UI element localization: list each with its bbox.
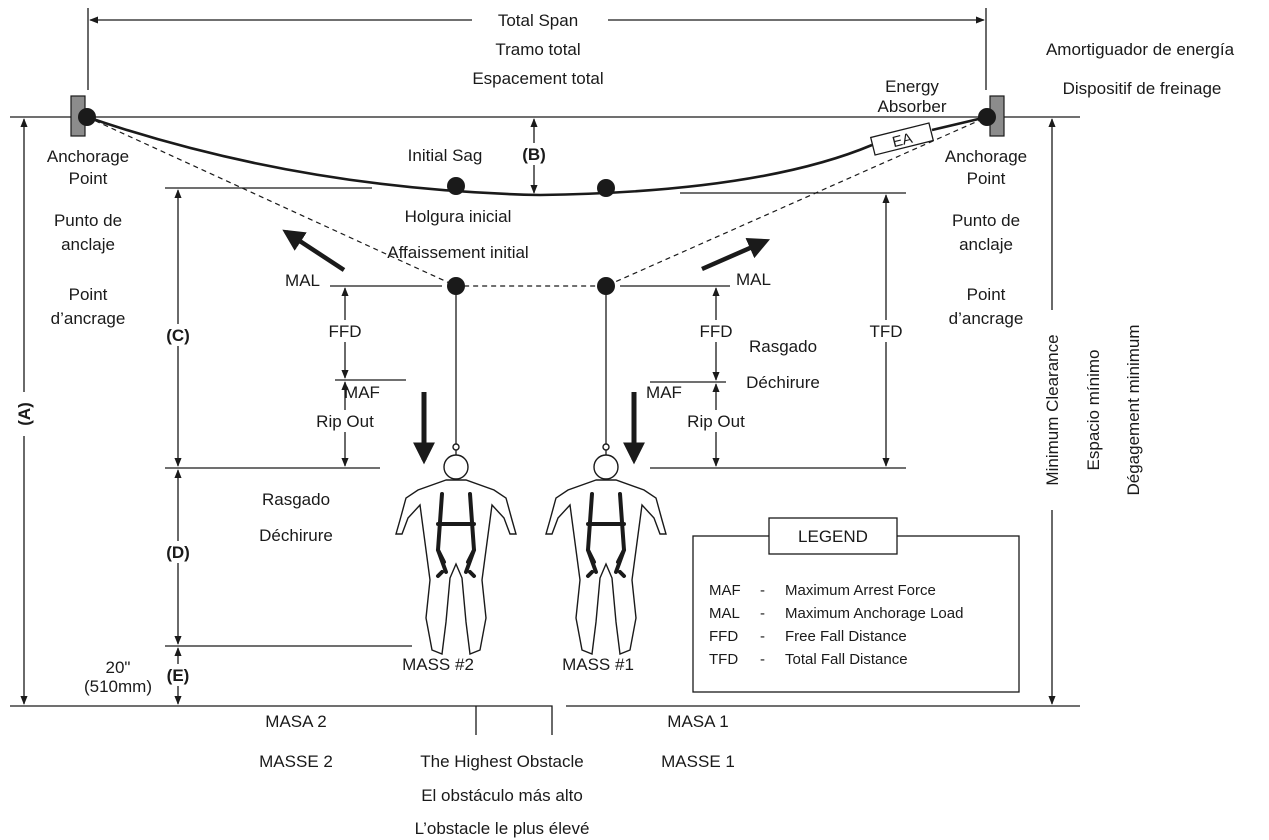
mal-label-right: MAL xyxy=(736,270,771,289)
mass1-label: MASS #1 xyxy=(562,655,634,674)
left-clearance-dimensions: (C) (D) (E) 20" (510mm) xyxy=(84,187,412,705)
energy-absorber: EA xyxy=(869,122,935,156)
holgura-inicial-label: Holgura inicial xyxy=(405,207,512,226)
espacement-total-label: Espacement total xyxy=(472,69,603,88)
legend-abbr: TFD xyxy=(709,651,738,668)
initial-sag-dimension: (B) Initial Sag Holgura inicial Affaisse… xyxy=(387,118,554,262)
dispositif-label: Dispositif de freinage xyxy=(1063,79,1222,98)
rasgado-label-left: Rasgado xyxy=(262,490,330,509)
legend-dash: - xyxy=(760,628,765,645)
rasgado-label-right: Rasgado xyxy=(749,337,817,356)
legend-dash: - xyxy=(760,651,765,668)
total-span-label: Total Span xyxy=(498,11,578,30)
c-label: (C) xyxy=(166,326,190,345)
energy-label: Energy xyxy=(885,77,939,96)
point-fr-label-right: Point xyxy=(967,285,1006,304)
affaissement-initial-label: Affaissement initial xyxy=(387,243,528,262)
ffd-label-left: FFD xyxy=(328,322,361,341)
twenty-inch-label: 20" xyxy=(106,658,131,677)
obstaculo-label: El obstáculo más alto xyxy=(421,786,583,805)
masse2-label: MASSE 2 xyxy=(259,752,333,771)
legend-dash: - xyxy=(760,605,765,622)
legend-abbr: FFD xyxy=(709,628,738,645)
anclaje-label-right: anclaje xyxy=(959,235,1013,254)
minimum-clearance-label: Minimum Clearance xyxy=(1043,334,1062,485)
mass2-label: MASS #2 xyxy=(402,655,474,674)
dancrage-label-left: d’ancrage xyxy=(51,309,126,328)
tramo-total-label: Tramo total xyxy=(495,40,580,59)
ea-label: EA xyxy=(891,130,915,151)
point-fr-label-left: Point xyxy=(69,285,108,304)
amortiguador-label: Amortiguador de energía xyxy=(1046,40,1235,59)
maf-label-left: MAF xyxy=(344,383,380,402)
anchor-point-right xyxy=(978,108,996,126)
maf-label-right: MAF xyxy=(646,383,682,402)
tfd-label: TFD xyxy=(869,322,902,341)
punto-de-label-left: Punto de xyxy=(54,211,122,230)
ffd-label-right: FFD xyxy=(699,322,732,341)
espacio-minimo-label: Espacio mínimo xyxy=(1084,350,1103,471)
point-label-right: Point xyxy=(967,169,1006,188)
legend-abbr: MAL xyxy=(709,605,740,622)
left-ffd-ripout-dimension: FFD Rip Out xyxy=(305,285,442,467)
legend-abbr: MAF xyxy=(709,582,741,599)
degagement-minimum-label: Dégagement minimum xyxy=(1124,324,1143,495)
masa2-label: MASA 2 xyxy=(265,712,326,731)
tfd-dimension: TFD xyxy=(650,192,912,469)
b-label: (B) xyxy=(522,145,546,164)
legend-text: Maximum Anchorage Load xyxy=(785,605,963,622)
anchorage-label-left: Anchorage xyxy=(47,147,129,166)
dechirure-label-left: Déchirure xyxy=(259,526,333,545)
anchor-point-left xyxy=(78,108,96,126)
a-dimension: (A) xyxy=(12,118,36,705)
absorber-label: Absorber xyxy=(878,97,947,116)
legend-dash: - xyxy=(760,582,765,599)
right-ffd-ripout-dimension: FFD Rip Out xyxy=(620,285,756,467)
dancrage-label-right: d’ancrage xyxy=(949,309,1024,328)
minimum-clearance-dimension: Minimum Clearance Espacio mínimo Dégagem… xyxy=(1040,118,1143,705)
mal-label-left: MAL xyxy=(285,271,320,290)
anchorage-label-right: Anchorage xyxy=(945,147,1027,166)
worker-mass1 xyxy=(544,442,668,656)
punto-de-label-right: Punto de xyxy=(952,211,1020,230)
lifeline-deflected xyxy=(86,116,988,287)
masa1-label: MASA 1 xyxy=(667,712,728,731)
mal-arrow-right xyxy=(701,237,771,272)
mal-arrow-left xyxy=(282,229,346,272)
sag-point-mass2 xyxy=(447,177,465,195)
rip-out-label-left: Rip Out xyxy=(316,412,374,431)
rip-out-label-right: Rip Out xyxy=(687,412,745,431)
obstacle-fr-label: L’obstacle le plus élevé xyxy=(415,819,590,838)
legend-text: Total Fall Distance xyxy=(785,651,908,668)
dechirure-label-right: Déchirure xyxy=(746,373,820,392)
initial-sag-label: Initial Sag xyxy=(408,146,483,165)
highest-obstacle-label: The Highest Obstacle xyxy=(420,752,583,771)
legend-title: LEGEND xyxy=(798,527,868,546)
a-label: (A) xyxy=(15,402,34,426)
lifeline-initial-sag xyxy=(86,115,873,197)
legend-text: Free Fall Distance xyxy=(785,628,907,645)
total-span-dimension: Total Span Tramo total Espacement total xyxy=(87,8,987,90)
e-label: (E) xyxy=(167,666,190,685)
masse1-label: MASSE 1 xyxy=(661,752,735,771)
anclaje-label-left: anclaje xyxy=(61,235,115,254)
worker-mass2 xyxy=(394,442,518,656)
d-label: (D) xyxy=(166,543,190,562)
510mm-label: (510mm) xyxy=(84,677,152,696)
sag-point-mass1 xyxy=(597,179,615,197)
point-label-left: Point xyxy=(69,169,108,188)
legend-text: Maximum Arrest Force xyxy=(785,582,936,599)
highest-obstacle xyxy=(462,705,553,735)
